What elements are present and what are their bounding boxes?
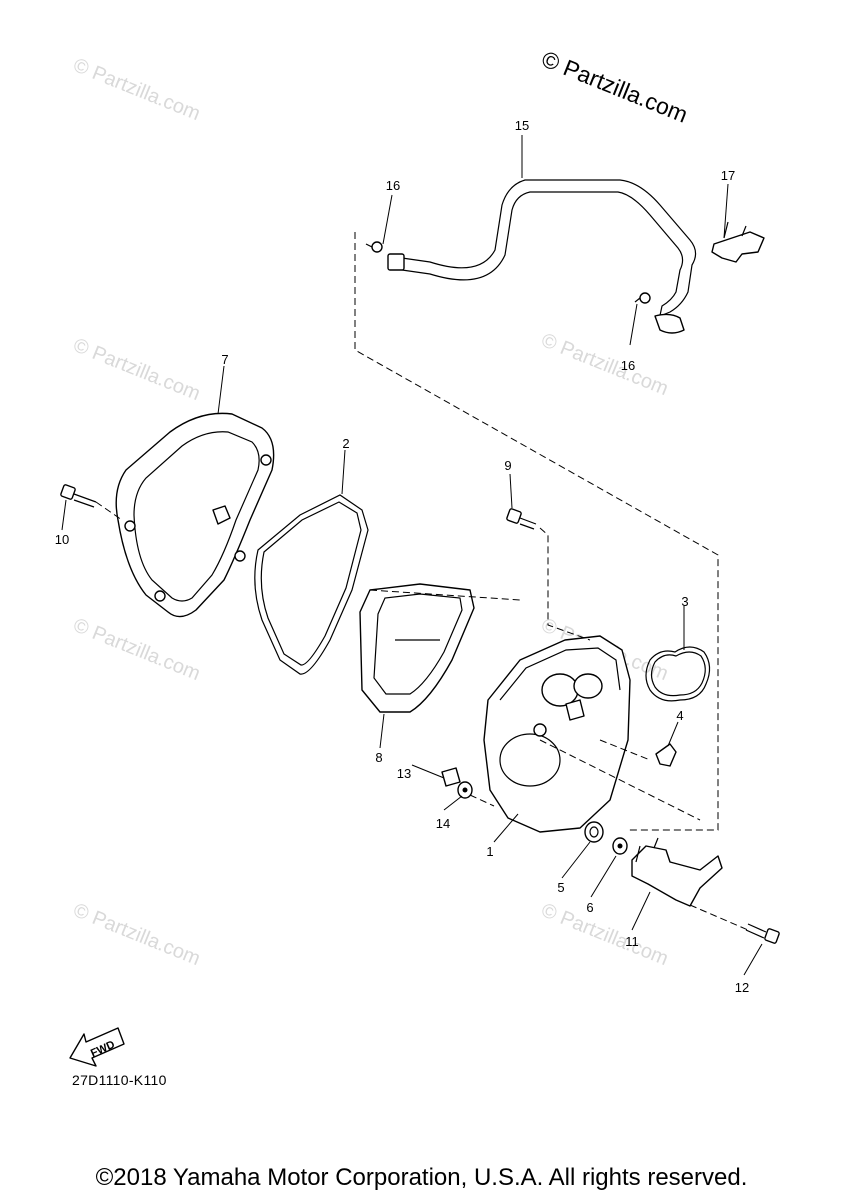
callout-3: 3: [681, 594, 688, 609]
breather-hose-part: [387, 179, 697, 334]
leader-lines: [61, 135, 763, 976]
callout-8: 8: [375, 750, 382, 765]
gasket-part: [254, 494, 369, 675]
assembly-lines: [95, 232, 749, 931]
callout-13: 13: [397, 766, 411, 781]
callout-17: 17: [721, 168, 735, 183]
callout-1: 1: [486, 844, 493, 859]
air-filter-element-part: [359, 583, 475, 713]
callout-6: 6: [586, 900, 593, 915]
hose-clip-part: [634, 292, 651, 304]
callout-12: 12: [735, 980, 749, 995]
air-filter-case-part: [483, 635, 631, 833]
callout-2: 2: [342, 436, 349, 451]
bolt-part: [60, 484, 97, 508]
callout-15: 15: [515, 118, 529, 133]
callout-labels: 1 2 3 4 5 6 7 8 9 10 11 12 13 14 15 16 1…: [55, 118, 749, 995]
watermark-text: © Partzilla.com: [538, 329, 671, 400]
hose-clip-part: [365, 241, 383, 253]
air-filter-cover-part: [115, 412, 275, 618]
watermark-text: © Partzilla.com: [538, 899, 671, 970]
hose-holder-part: [711, 221, 765, 263]
callout-16: 16: [621, 358, 635, 373]
watermark-text: © Partzilla.com: [70, 334, 203, 405]
o-ring-part: [645, 646, 711, 702]
callout-5: 5: [557, 880, 564, 895]
callout-7: 7: [221, 352, 228, 367]
clip-part: [655, 743, 677, 767]
bracket-part: [631, 837, 723, 907]
grommet-part: [584, 821, 604, 843]
watermark-text: © Partzilla.com: [70, 614, 203, 685]
fwd-arrow-icon: FWD: [69, 1027, 125, 1067]
copyright-notice: ©2018 Yamaha Motor Corporation, U.S.A. A…: [95, 1164, 748, 1191]
watermark-main: © Partzilla.com: [538, 46, 691, 128]
callout-11: 11: [625, 934, 639, 949]
collar-part: [612, 837, 628, 855]
washer-part: [457, 781, 473, 799]
watermark-text: © Partzilla.com: [70, 54, 203, 125]
bolt-part: [506, 508, 537, 530]
diagram-code: 27D1110-K110: [72, 1072, 167, 1088]
callout-16: 16: [386, 178, 400, 193]
watermark-text: © Partzilla.com: [70, 899, 203, 970]
callout-14: 14: [436, 816, 450, 831]
callout-4: 4: [676, 708, 683, 723]
callout-9: 9: [504, 458, 511, 473]
callout-10: 10: [55, 532, 69, 547]
collar-part: [441, 767, 461, 787]
bolt-part: [745, 923, 780, 944]
